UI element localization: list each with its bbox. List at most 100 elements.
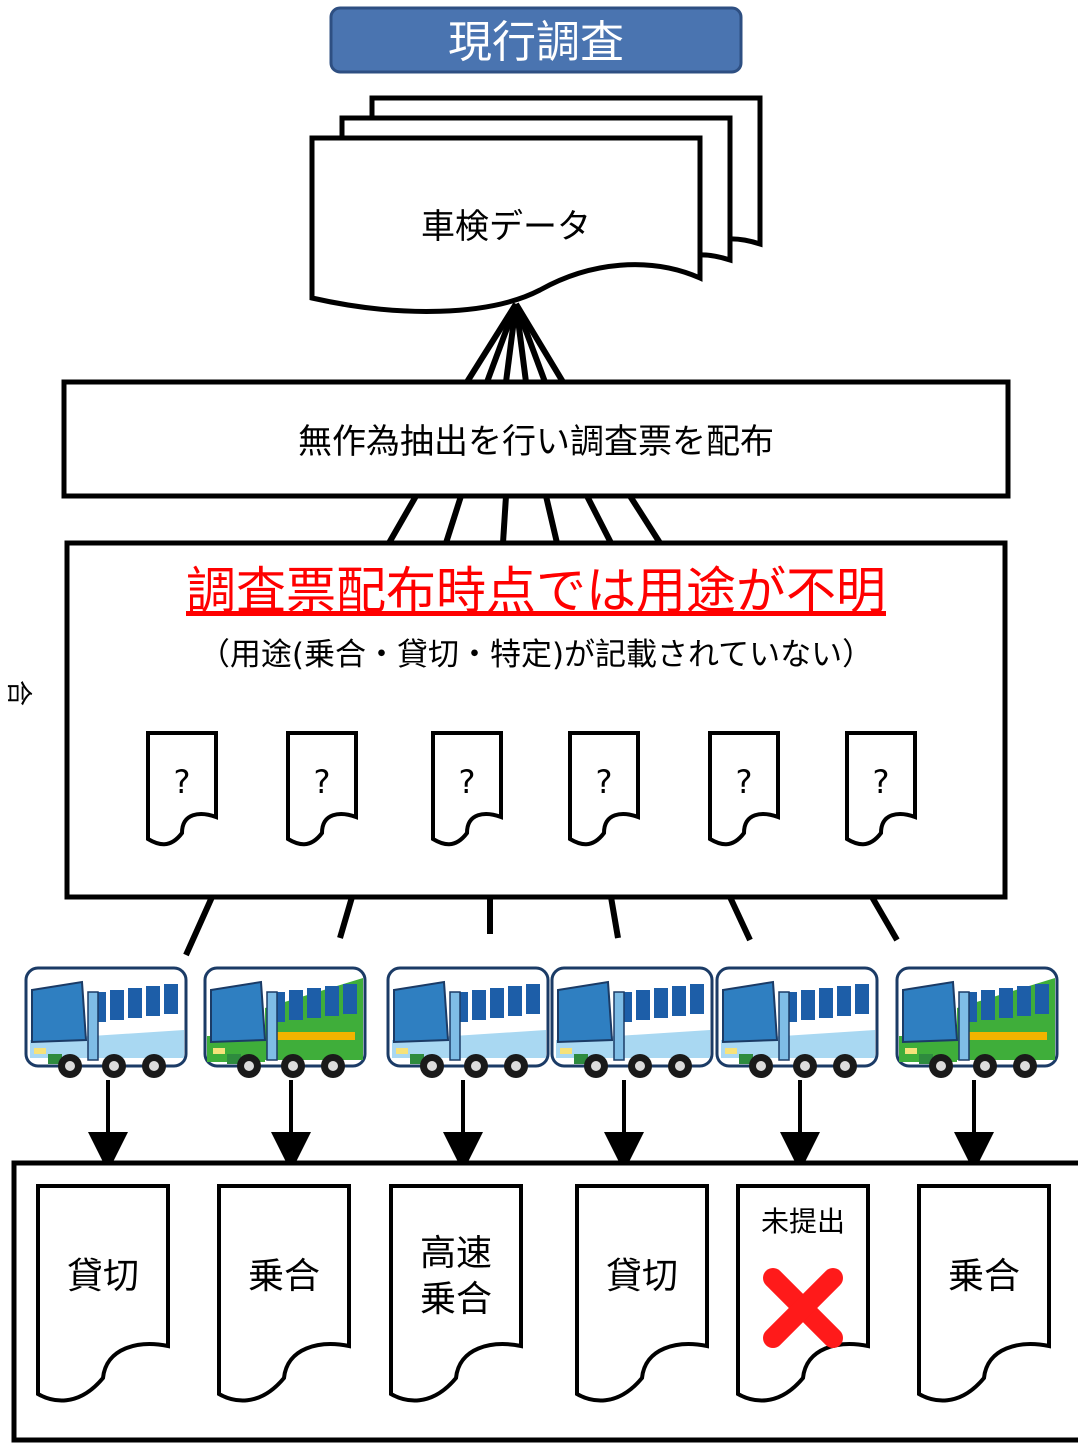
bus-row <box>24 966 1059 1078</box>
result-label: 貸切 <box>606 1256 678 1297</box>
bus-side-window <box>343 984 357 1014</box>
bus-headlight <box>396 1048 408 1054</box>
bus-wheel-hub <box>635 1061 645 1071</box>
bus-illustration <box>203 966 367 1078</box>
bus-wheel-hub <box>244 1061 254 1071</box>
bus-license-plate <box>227 1054 241 1064</box>
bus-to-result-arrows <box>88 1080 994 1172</box>
bus-side-window <box>801 990 815 1020</box>
bus-wheel-hub <box>1020 1061 1030 1071</box>
bus-wheel-hub <box>427 1061 437 1071</box>
database-sheet-front <box>309 135 703 314</box>
question-form-sheet <box>431 731 503 847</box>
bus-door <box>958 991 970 1061</box>
header-background <box>329 6 743 74</box>
bus-side-window <box>690 984 704 1014</box>
bus-windshield <box>31 980 88 1044</box>
bus-illustration <box>715 966 879 1078</box>
bus-wheel-hub <box>980 1061 990 1071</box>
bus-door <box>266 991 278 1061</box>
bus-windshield <box>902 980 959 1044</box>
question-mark: ? <box>314 763 331 801</box>
bus-livery-stripe <box>556 1030 710 1058</box>
bus-license-plate <box>739 1054 753 1064</box>
bus-livery-stripe <box>721 1030 875 1058</box>
results-frame <box>11 1160 1078 1443</box>
bus-license-plate <box>919 1054 933 1064</box>
bus-side-window <box>672 986 686 1016</box>
question-form: ? <box>708 731 780 847</box>
result-form: 未提出 <box>736 1184 870 1403</box>
bus-windshield <box>210 980 267 1044</box>
bus-side-window <box>526 984 540 1014</box>
bus-license-plate <box>48 1054 62 1064</box>
question-form: ? <box>431 731 503 847</box>
result-form: 乗合 <box>217 1184 351 1403</box>
bus-illustration <box>550 966 714 1078</box>
question-form-sheet <box>286 731 358 847</box>
bus-side-window <box>128 988 142 1018</box>
result-form: 貸切 <box>575 1184 709 1403</box>
bus-door <box>449 991 461 1061</box>
bus-side-window <box>110 990 124 1020</box>
result-form-sheet <box>36 1184 170 1403</box>
bus-wheel-hub <box>511 1061 521 1071</box>
bus-wheel-hub <box>149 1061 159 1071</box>
bus-wheel-hub <box>936 1061 946 1071</box>
result-label: 高速 <box>420 1233 492 1274</box>
question-mark: ? <box>459 763 476 801</box>
question-mark: ? <box>873 763 890 801</box>
result-form-sheet <box>217 1184 351 1403</box>
question-form-sheet <box>146 731 218 847</box>
bus-side-window <box>855 984 869 1014</box>
bus-side-window <box>307 988 321 1018</box>
result-form: 貸切 <box>36 1184 170 1403</box>
bus-side-window <box>508 986 522 1016</box>
bus-yellow-trim <box>275 1032 355 1040</box>
unknown-note: （用途(乗合・貸切・特定)が記載されていない） <box>199 637 873 673</box>
bus-wheel-hub <box>65 1061 75 1071</box>
bus-side-window <box>472 990 486 1020</box>
bus-windshield <box>557 980 614 1044</box>
bus-windshield <box>393 980 450 1044</box>
bus-wheel-hub <box>471 1061 481 1071</box>
result-label: 乗合 <box>948 1256 1020 1297</box>
bus-door <box>778 991 790 1061</box>
question-form: ? <box>286 731 358 847</box>
bus-side-window <box>1017 986 1031 1016</box>
database-stack <box>309 95 763 314</box>
bus-livery-stripe <box>392 1030 546 1058</box>
bus-side-window <box>490 988 504 1018</box>
bus-side-window <box>981 990 995 1020</box>
question-form-sheet <box>708 731 780 847</box>
result-form-sheet <box>575 1184 709 1403</box>
question-form-sheet <box>568 731 640 847</box>
bus-wheel-hub <box>840 1061 850 1071</box>
sampling-box <box>61 379 1011 499</box>
bus-yellow-trim <box>967 1032 1047 1040</box>
result-label: 乗合 <box>420 1279 492 1320</box>
question-form: ? <box>146 731 218 847</box>
question-forms: ?????? <box>146 731 917 847</box>
bus-side-window <box>654 988 668 1018</box>
bus-illustration <box>24 966 188 1078</box>
bus-side-window <box>636 990 650 1020</box>
bus-illustration <box>386 966 550 1078</box>
result-label: 貸切 <box>67 1256 139 1297</box>
bus-side-window <box>999 988 1013 1018</box>
result-form-sheet <box>917 1184 1051 1403</box>
bus-side-window <box>1035 984 1049 1014</box>
question-form-sheet <box>845 731 917 847</box>
bus-license-plate <box>410 1054 424 1064</box>
bus-wheel-hub <box>800 1061 810 1071</box>
result-label: 未提出 <box>761 1205 845 1238</box>
bus-wheel-hub <box>109 1061 119 1071</box>
bus-wheel-hub <box>591 1061 601 1071</box>
bus-wheel-hub <box>756 1061 766 1071</box>
result-form: 乗合 <box>917 1184 1051 1403</box>
fan-lines-middle <box>386 494 663 545</box>
bus-door <box>613 991 625 1061</box>
question-mark: ? <box>596 763 613 801</box>
